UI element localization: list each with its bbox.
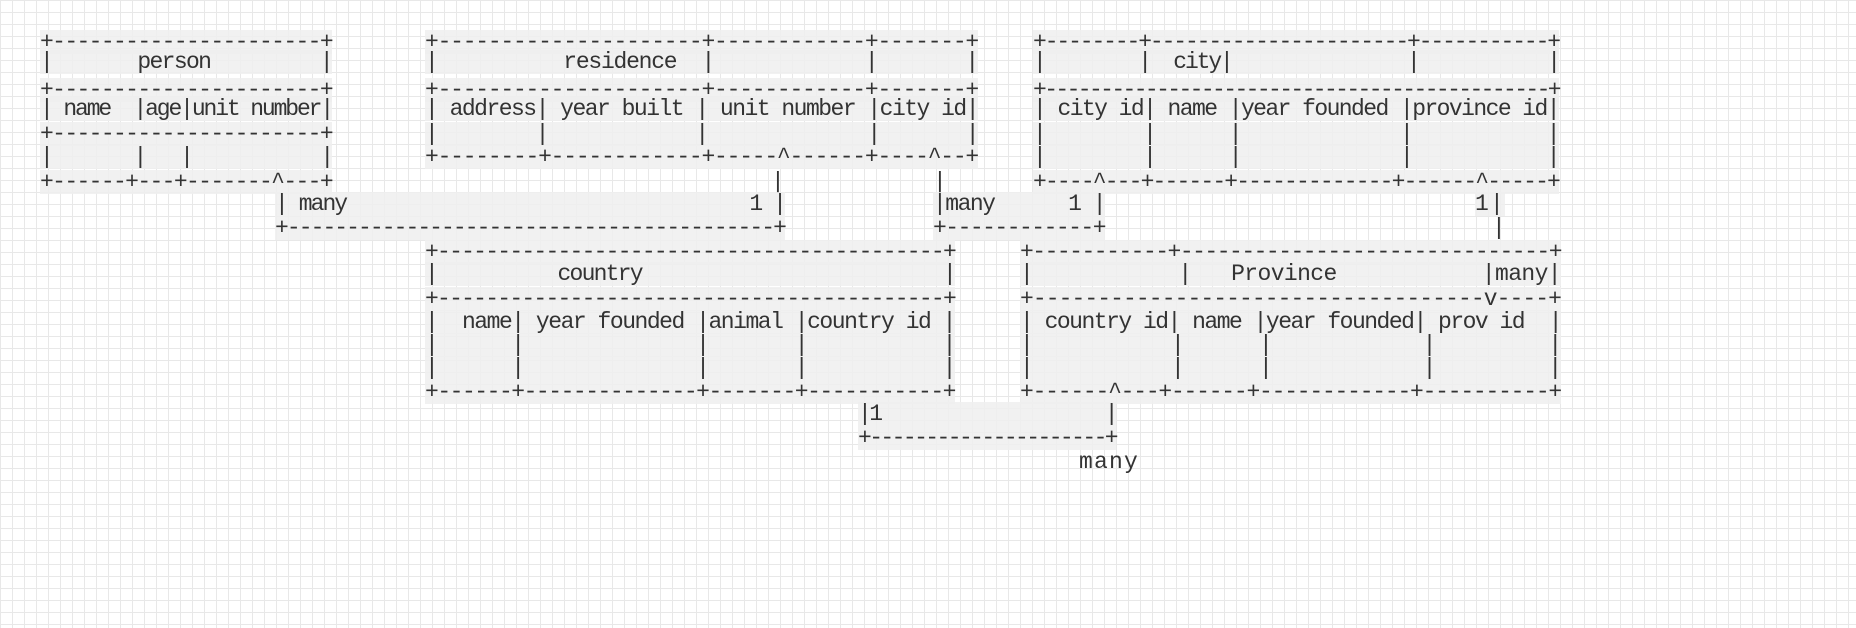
diagram-line-country-02: | country | <box>425 261 957 287</box>
diagram-line-province-05: | | | | | <box>1020 332 1562 358</box>
diagram-line-province-04: | country id| name |year founded| prov i… <box>1020 309 1563 335</box>
diagram-line-conn-city-line-2: |many 1 | <box>933 191 1107 217</box>
diagram-line-province-01: +-----------+---------------------------… <box>1020 239 1563 265</box>
diagram-line-conn-res-line-2: | many 1 | <box>275 191 787 217</box>
diagram-line-residence-05: | | | | | <box>425 121 980 147</box>
diagram-line-conn-country-line-2: +---------------------+ <box>858 425 1119 451</box>
diagram-line-city-06: | | | | | <box>1033 144 1561 170</box>
diagram-line-person-02: | person | <box>40 49 334 75</box>
diagram-line-province-03: +-----------------------------------v---… <box>1020 286 1562 312</box>
diagram-line-conn-res-line-1: | <box>771 169 785 195</box>
diagram-line-country-04: | name| year founded |animal |country id… <box>425 309 956 335</box>
diagram-line-residence-02: | residence | | | <box>425 49 979 75</box>
diagram-line-country-06: | | | | | <box>425 355 956 381</box>
diagram-line-country-03: +---------------------------------------… <box>425 286 957 312</box>
diagram-line-country-01: +---------------------------------------… <box>425 239 957 265</box>
diagram-line-conn-res-line-3: +---------------------------------------… <box>275 215 787 241</box>
diagram-line-country-05: | | | | | <box>425 332 956 358</box>
diagram-line-conn-city-line-1: | <box>933 169 947 195</box>
diagram-line-conn-country-line-1: |1 | <box>858 401 1119 427</box>
diagram-line-person-07: +------+---+-------^---+ <box>40 169 334 195</box>
diagram-line-city-05: | | | | | <box>1033 121 1561 147</box>
diagram-line-country-07: +------+--------------+-------+---------… <box>425 379 956 405</box>
diagram-line-city-07: +----^---+------+-------------+------^--… <box>1033 169 1561 195</box>
diagram-line-province-06: | | | | | <box>1020 355 1562 381</box>
diagram-line-residence-04: | address| year built | unit number |cit… <box>425 96 980 122</box>
diagram-line-city-02: | | city| | | <box>1033 49 1561 75</box>
diagram-line-residence-06: +--------+------------+-----^------+----… <box>425 144 979 170</box>
diagram-line-conn-prov-line-2: | <box>1492 215 1506 241</box>
diagram-line-person-04: | name |age|unit number| <box>40 96 334 122</box>
diagram-line-conn-city-line-3: +------------+ <box>933 215 1107 241</box>
diagram-line-person-05: +----------------------+ <box>40 121 334 147</box>
diagram-line-conn-prov-line-1: 1| <box>1475 191 1505 217</box>
diagram-line-person-06: | | | | <box>40 144 334 170</box>
diagram-line-province-02: | | Province |many| <box>1020 261 1562 287</box>
diagram-line-conn-country-line-3: many <box>1079 449 1139 475</box>
diagram-line-province-07: +------^---+------+------------+--------… <box>1020 379 1562 405</box>
diagram-line-city-04: | city id| name |year founded |province … <box>1033 96 1561 122</box>
